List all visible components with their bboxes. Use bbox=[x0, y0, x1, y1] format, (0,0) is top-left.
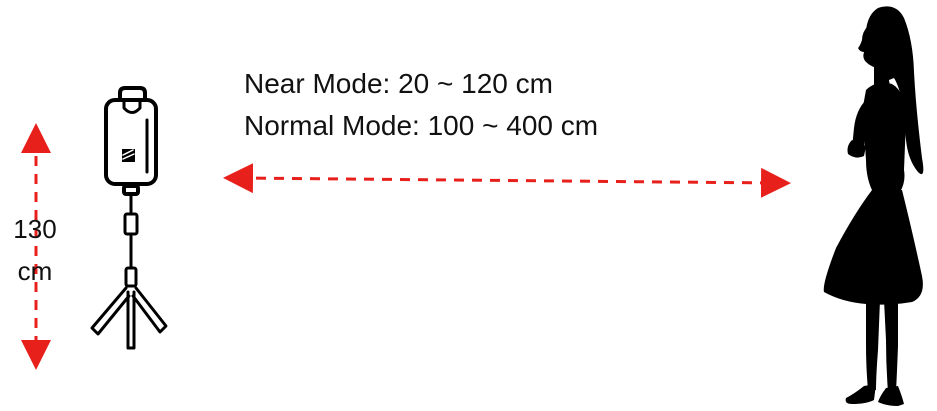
near-mode-label: Near Mode: 20 ~ 120 cm bbox=[244, 68, 553, 99]
height-value-label: 130 bbox=[13, 214, 57, 244]
height-unit-label: cm bbox=[17, 256, 53, 286]
camera-on-tripod-icon bbox=[90, 86, 168, 350]
normal-mode-label: Normal Mode: 100 ~ 400 cm bbox=[244, 110, 599, 141]
woman-silhouette-icon bbox=[823, 6, 924, 406]
distance-arrow bbox=[223, 163, 791, 198]
